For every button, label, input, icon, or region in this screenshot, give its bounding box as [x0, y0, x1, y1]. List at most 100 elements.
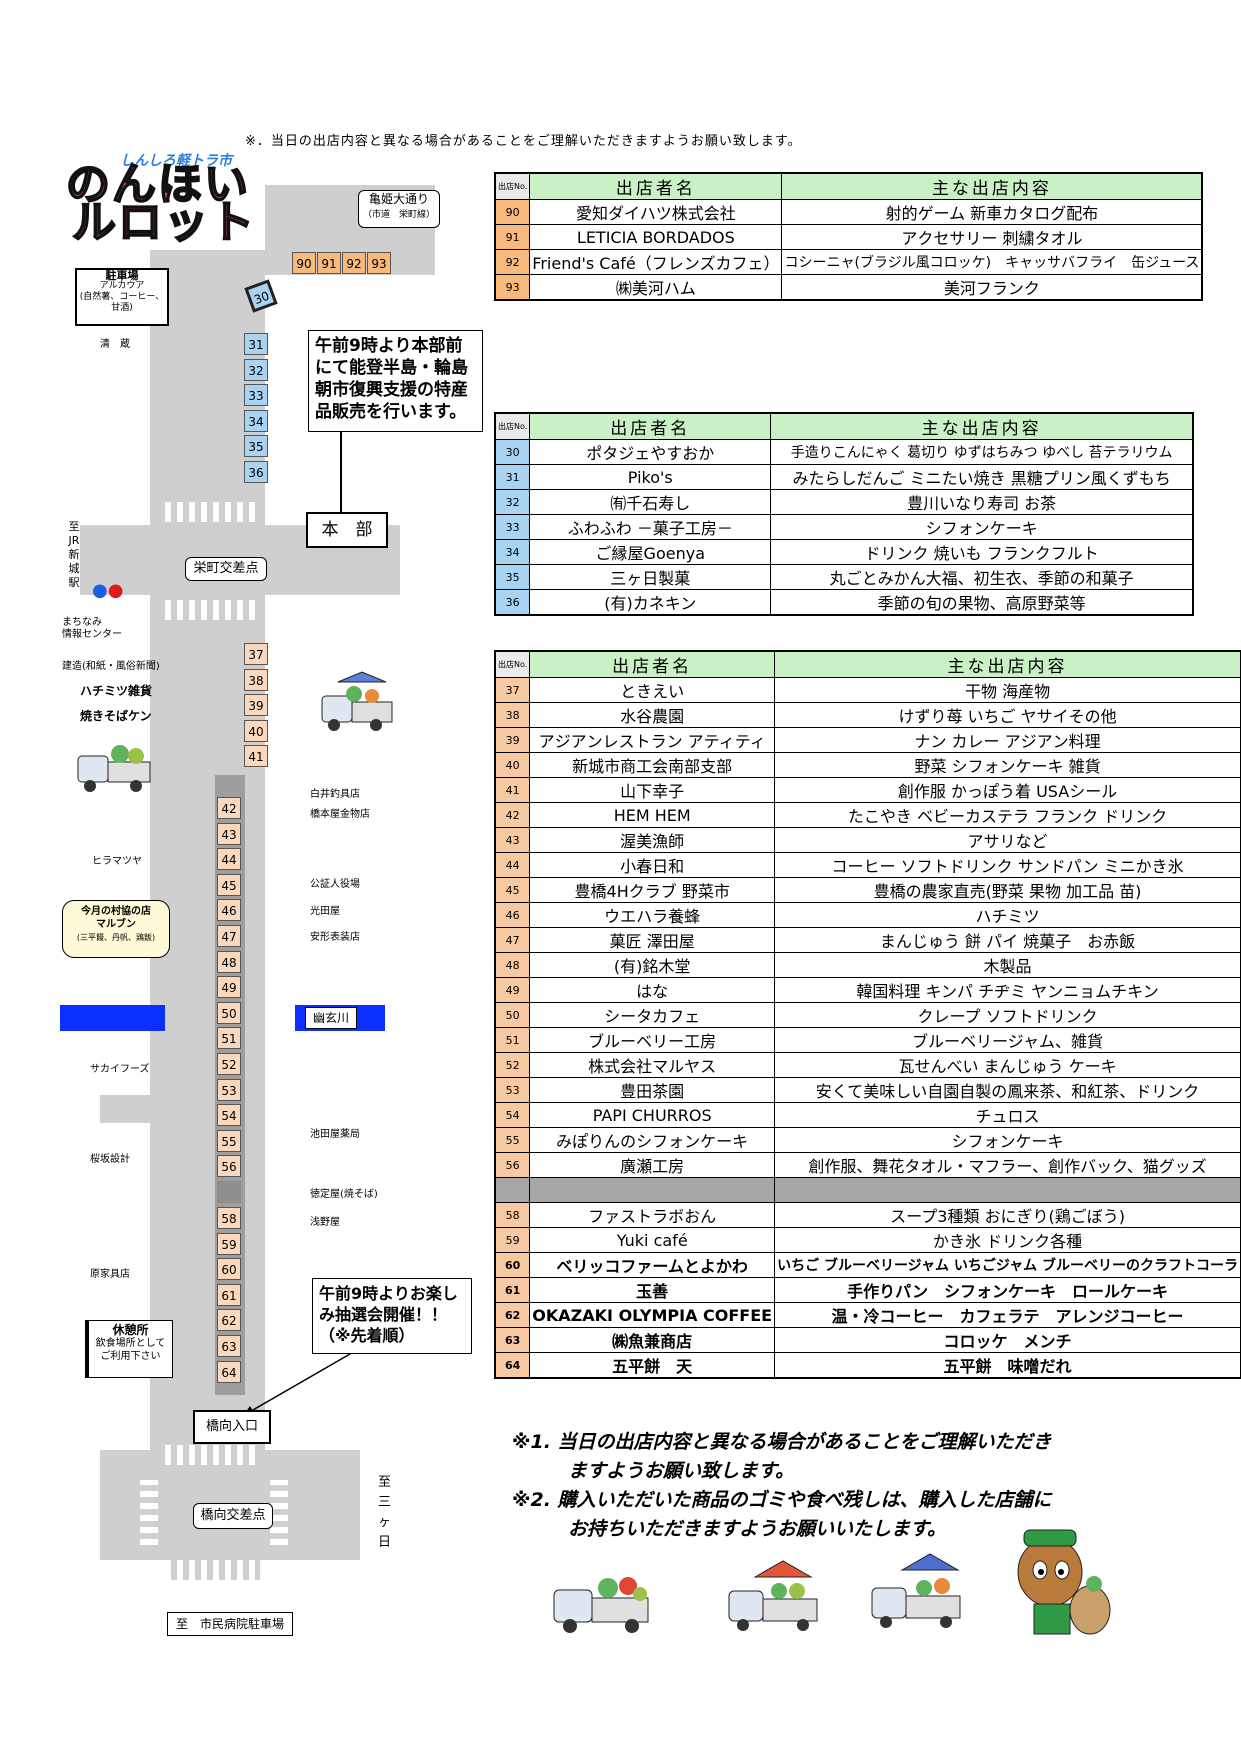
cell-content: 瓦せんべい まんじゅう ケーキ: [774, 1052, 1241, 1078]
cell-no: 91: [494, 224, 531, 250]
stall-38: 38: [244, 668, 268, 691]
cell-content: 創作服 かっぽう着 USAシール: [774, 777, 1241, 803]
stall-42: 42: [217, 797, 241, 819]
cell-name: 渥美漁師: [529, 827, 776, 853]
truck-icon: [321, 671, 393, 731]
logo-line1: のんほい: [65, 159, 250, 210]
cell-content: かき氷 ドリンク各種: [774, 1227, 1241, 1253]
map-label-right-2: 橋本屋金物店: [310, 809, 370, 820]
stall-92: 92: [342, 252, 366, 274]
stall-44: 44: [217, 848, 241, 871]
table-row: 63㈱魚兼商店コロッケ メンチ: [494, 1327, 1241, 1353]
cell-name: Piko's: [529, 464, 772, 490]
cell-no: 54: [494, 1102, 531, 1128]
cell-no: 64: [494, 1352, 531, 1379]
truck-icon: [728, 1560, 818, 1631]
cell-name: LETICIA BORDADOS: [529, 224, 783, 250]
cell-no: 49: [494, 977, 531, 1003]
cell-name: ポタジェやすおか: [529, 439, 772, 465]
truck-icon: [553, 1577, 649, 1633]
cell-content: シフォンケーキ: [774, 1127, 1241, 1153]
cell-name: 愛知ダイハツ株式会社: [529, 199, 783, 225]
cell-name: ファストラボおん: [529, 1202, 776, 1228]
cell-name: みぽりんのシフォンケーキ: [529, 1127, 776, 1153]
river-label: 幽玄川: [305, 1007, 357, 1029]
cell-name: OKAZAKI OLYMPIA COFFEE: [529, 1302, 776, 1328]
cell-content: 干物 海産物: [774, 677, 1241, 703]
cell-content: コーヒー ソフトドリンク サンドパン ミニかき氷: [774, 852, 1241, 878]
header-name: 出店者名: [529, 172, 783, 200]
stall-53: 53: [217, 1078, 241, 1101]
cell-no: 41: [494, 777, 531, 803]
stall-61: 61: [217, 1283, 241, 1306]
cell-name: 玉善: [529, 1277, 776, 1303]
table-header: 出店No. 出店者名 主な出店内容: [494, 172, 1203, 200]
stall-48: 48: [217, 950, 241, 973]
rest-area-box: 休憩所 飲食場所として ご利用下さい: [85, 1320, 173, 1378]
cell-name: ㈲千石寿し: [529, 489, 772, 515]
stall-59: 59: [217, 1232, 241, 1255]
cell-no: 50: [494, 1002, 531, 1028]
kiyokura-label: 清 蔵: [100, 339, 130, 350]
cell-name: (有)銘木堂: [529, 952, 776, 978]
cell-no: 38: [494, 702, 531, 728]
stall-32: 32: [244, 358, 268, 381]
cell-no: 93: [494, 274, 531, 301]
cell-no: 35: [494, 564, 531, 590]
cell-no: 53: [494, 1077, 531, 1103]
map-label-left-3: 焼きそばケン: [80, 709, 152, 723]
notice-noto-support: 午前9時より本部前にて能登半島・輪島朝市復興支援の特産品販売を行います。: [308, 330, 483, 432]
stall-54: 54: [217, 1104, 241, 1127]
stall-49: 49: [217, 976, 241, 999]
map-label-right-4: 光田屋: [310, 906, 340, 917]
stall-41: 41: [244, 745, 268, 767]
cell-no: 42: [494, 802, 531, 828]
map-label-left-2: ハチミツ雑貨: [80, 684, 153, 698]
cell-content: 安くて美味しい自園自製の鳳来茶、和紅茶、ドリンク: [774, 1077, 1241, 1103]
cell-content: [774, 1177, 1241, 1203]
table-row: [494, 1177, 1241, 1203]
hospital-parking-label: 至 市民病院駐車場: [167, 1612, 293, 1636]
cell-content: いちご ブルーベリージャム いちごジャム ブルーベリーのクラフトコーラ: [774, 1252, 1241, 1278]
stall-36: 36: [244, 461, 268, 483]
truck-icon: [871, 1553, 961, 1628]
cell-name: 小春日和: [529, 852, 776, 878]
cell-no: 36: [494, 589, 531, 616]
header-name: 出店者名: [529, 412, 772, 440]
header-content: 主な出店内容: [770, 412, 1194, 440]
stall-34: 34: [244, 409, 268, 432]
cell-name: 豊橋4Hクラブ 野菜市: [529, 877, 776, 903]
stall-64: 64: [217, 1360, 241, 1383]
cell-content: まんじゅう 餅 パイ 焼菓子 お赤飯: [774, 927, 1241, 953]
cell-no: 61: [494, 1277, 531, 1303]
stall-31: 31: [244, 333, 268, 355]
cell-content: 韓国料理 キンパ チヂミ ヤンニョムチキン: [774, 977, 1241, 1003]
top-note: ※．当日の出店内容と異なる場合があることをご理解いただきますようお願い致します。: [245, 134, 802, 149]
cell-name: ウエハラ養蜂: [529, 902, 776, 928]
logo-line2: ルロット: [71, 197, 256, 248]
cell-no: 31: [494, 464, 531, 490]
stall-62: 62: [217, 1309, 241, 1332]
cell-content: スープ3種類 おにぎり(鶏ごぼう): [774, 1202, 1241, 1228]
notice-lottery: 午前9時よりお楽しみ抽選会開催！！（※先着順）: [312, 1278, 472, 1354]
stall-39: 39: [244, 694, 268, 716]
